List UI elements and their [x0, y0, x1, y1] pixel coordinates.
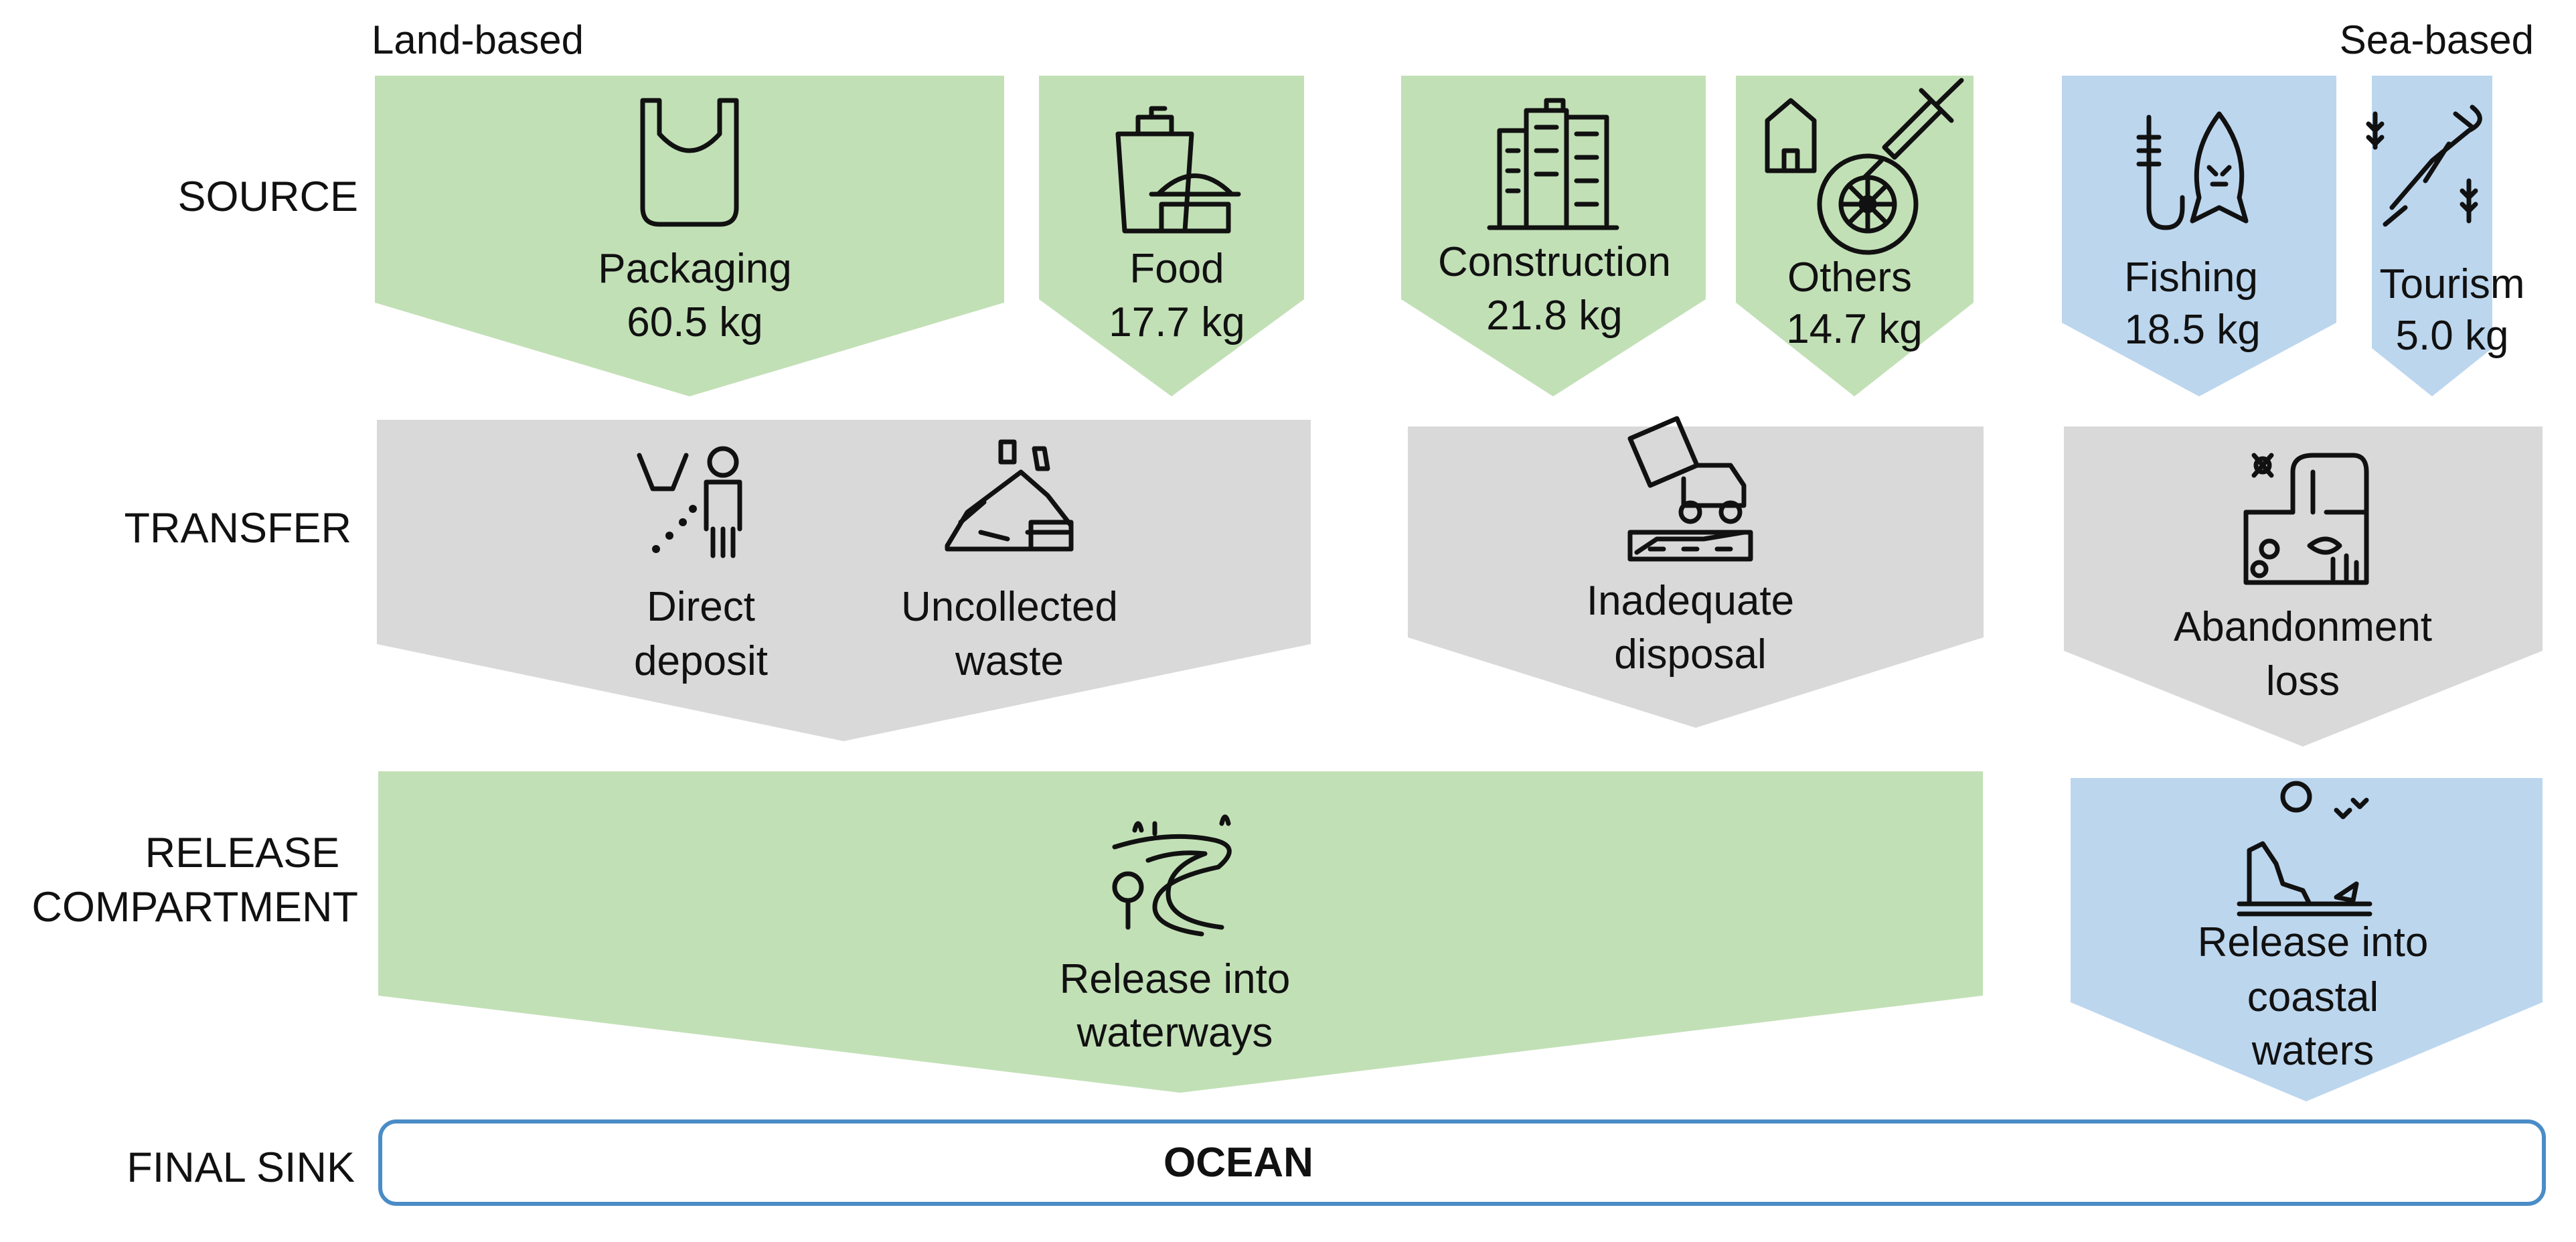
land-based-label: Land-based	[372, 17, 584, 62]
fish-hook-icon	[2136, 111, 2249, 230]
source-amount: 14.7 kg	[1786, 306, 1922, 352]
release-line2: coastal	[2247, 974, 2379, 1020]
source-name: Others	[1787, 254, 1912, 301]
release-waterways: Release into waterways	[378, 771, 1983, 1093]
transfer-line1: Inadequate	[1587, 578, 1794, 624]
release-line1: Release into	[1060, 956, 1291, 1002]
house-tire-syringe-icon	[1765, 78, 1964, 255]
source-amount: 18.5 kg	[2124, 307, 2260, 353]
source-name: Tourism	[2379, 261, 2524, 307]
source-amount: 60.5 kg	[627, 299, 762, 345]
row-label-release-line1: RELEASE	[145, 830, 340, 876]
row-label-release-line2: COMPARTMENT	[31, 884, 358, 931]
abandoned-gear-icon	[2243, 453, 2369, 585]
source-name: Packaging	[598, 246, 792, 292]
buildings-icon	[1487, 98, 1619, 230]
source-fishing: Fishing 18.5 kg	[2062, 76, 2336, 396]
person-littering-icon	[637, 446, 742, 558]
source-construction: Construction 21.8 kg	[1401, 76, 1706, 396]
dump-truck-icon	[1627, 416, 1753, 562]
source-others: Others 14.7 kg	[1736, 76, 1974, 396]
transfer-line1: Direct	[647, 584, 755, 630]
waste-pile-icon	[945, 439, 1074, 552]
transfer-line2: waste	[955, 638, 1064, 684]
river-icon	[1112, 814, 1232, 937]
release-coastal-waters: Release into coastal waters	[2071, 778, 2543, 1101]
release-line1: Release into	[2198, 919, 2429, 965]
source-amount: 17.7 kg	[1109, 299, 1244, 345]
release-line2: waterways	[1076, 1010, 1273, 1056]
transfer-inadequate-disposal: Inadequate disposal	[1408, 416, 1984, 728]
source-tourism: Tourism 5.0 kg	[2366, 76, 2525, 396]
coast-icon	[2237, 781, 2372, 917]
row-label-transfer: TRANSFER	[124, 505, 351, 552]
release-line3: waters	[2251, 1028, 2374, 1074]
transfer-line2: deposit	[634, 638, 768, 684]
source-name: Food	[1129, 246, 1224, 292]
transfer-land-combined: Direct deposit Uncollected waste	[377, 420, 1311, 741]
sea-based-label: Sea-based	[2340, 17, 2534, 62]
source-food: Food 17.7 kg	[1039, 76, 1304, 396]
transfer-line1: Uncollected	[901, 584, 1118, 630]
source-amount: 21.8 kg	[1486, 293, 1622, 339]
plastic-bag-icon	[640, 98, 739, 227]
transfer-line2: disposal	[1614, 631, 1766, 678]
transfer-abandonment-loss: Abandonment loss	[2064, 426, 2543, 747]
source-name: Fishing	[2124, 254, 2258, 301]
row-label-final-sink: FINAL SINK	[127, 1144, 355, 1191]
food-container-icon	[1115, 106, 1241, 234]
row-label-source: SOURCE	[177, 173, 358, 220]
final-sink-ocean: OCEAN	[378, 1119, 2546, 1206]
source-amount: 5.0 kg	[2396, 313, 2509, 359]
ocean-label: OCEAN	[1163, 1140, 1313, 1186]
transfer-line2: loss	[2266, 658, 2340, 704]
source-name: Construction	[1438, 239, 1671, 285]
source-packaging: Packaging 60.5 kg	[375, 76, 1004, 396]
transfer-line1: Abandonment	[2174, 604, 2432, 650]
diver-icon	[2366, 104, 2482, 227]
